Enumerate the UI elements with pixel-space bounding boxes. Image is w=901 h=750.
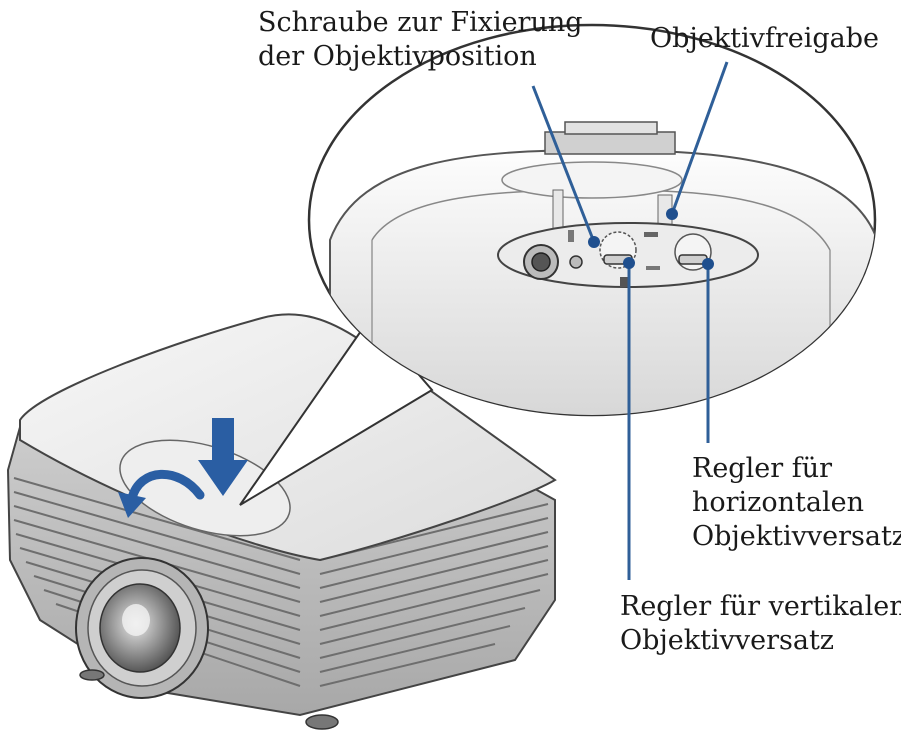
label-line: Objektivversatz xyxy=(692,521,901,552)
label-horizontal-shift: Regler für horizontalen Objektivversatz xyxy=(692,452,901,554)
callout-dots xyxy=(588,208,714,270)
callout-dot xyxy=(623,257,635,269)
press-down-arrow-icon xyxy=(198,418,248,496)
callout-dot xyxy=(702,258,714,270)
projector-lens xyxy=(75,557,209,699)
label-lens-position-screw: Schraube zur Fixierung der Objektivposit… xyxy=(258,6,583,74)
label-line: Schraube zur Fixierung xyxy=(258,7,583,38)
foot xyxy=(305,714,339,730)
label-line: Objektivversatz xyxy=(620,625,835,656)
label-line: horizontalen xyxy=(692,487,865,518)
label-line: Objektivfreigabe xyxy=(650,23,880,54)
foot xyxy=(79,669,105,681)
rotate-arrow-head-icon xyxy=(118,492,146,518)
horizontal-shift-dial xyxy=(674,233,712,271)
zoom-detail xyxy=(307,23,877,417)
label-line: Regler für vertikalen xyxy=(620,591,901,622)
rotate-arrow-icon xyxy=(127,469,205,503)
callout-dot xyxy=(666,208,678,220)
callout-lines xyxy=(531,61,729,580)
label-line: der Objektivposition xyxy=(258,41,537,72)
label-lens-release: Objektivfreigabe xyxy=(650,22,879,56)
label-vertical-shift: Regler für vertikalen Objektivversatz xyxy=(620,590,901,658)
label-line: Regler für xyxy=(692,453,832,484)
callout-line-screw xyxy=(531,85,596,243)
callout-dot xyxy=(588,236,600,248)
callout-line-release xyxy=(670,61,729,215)
